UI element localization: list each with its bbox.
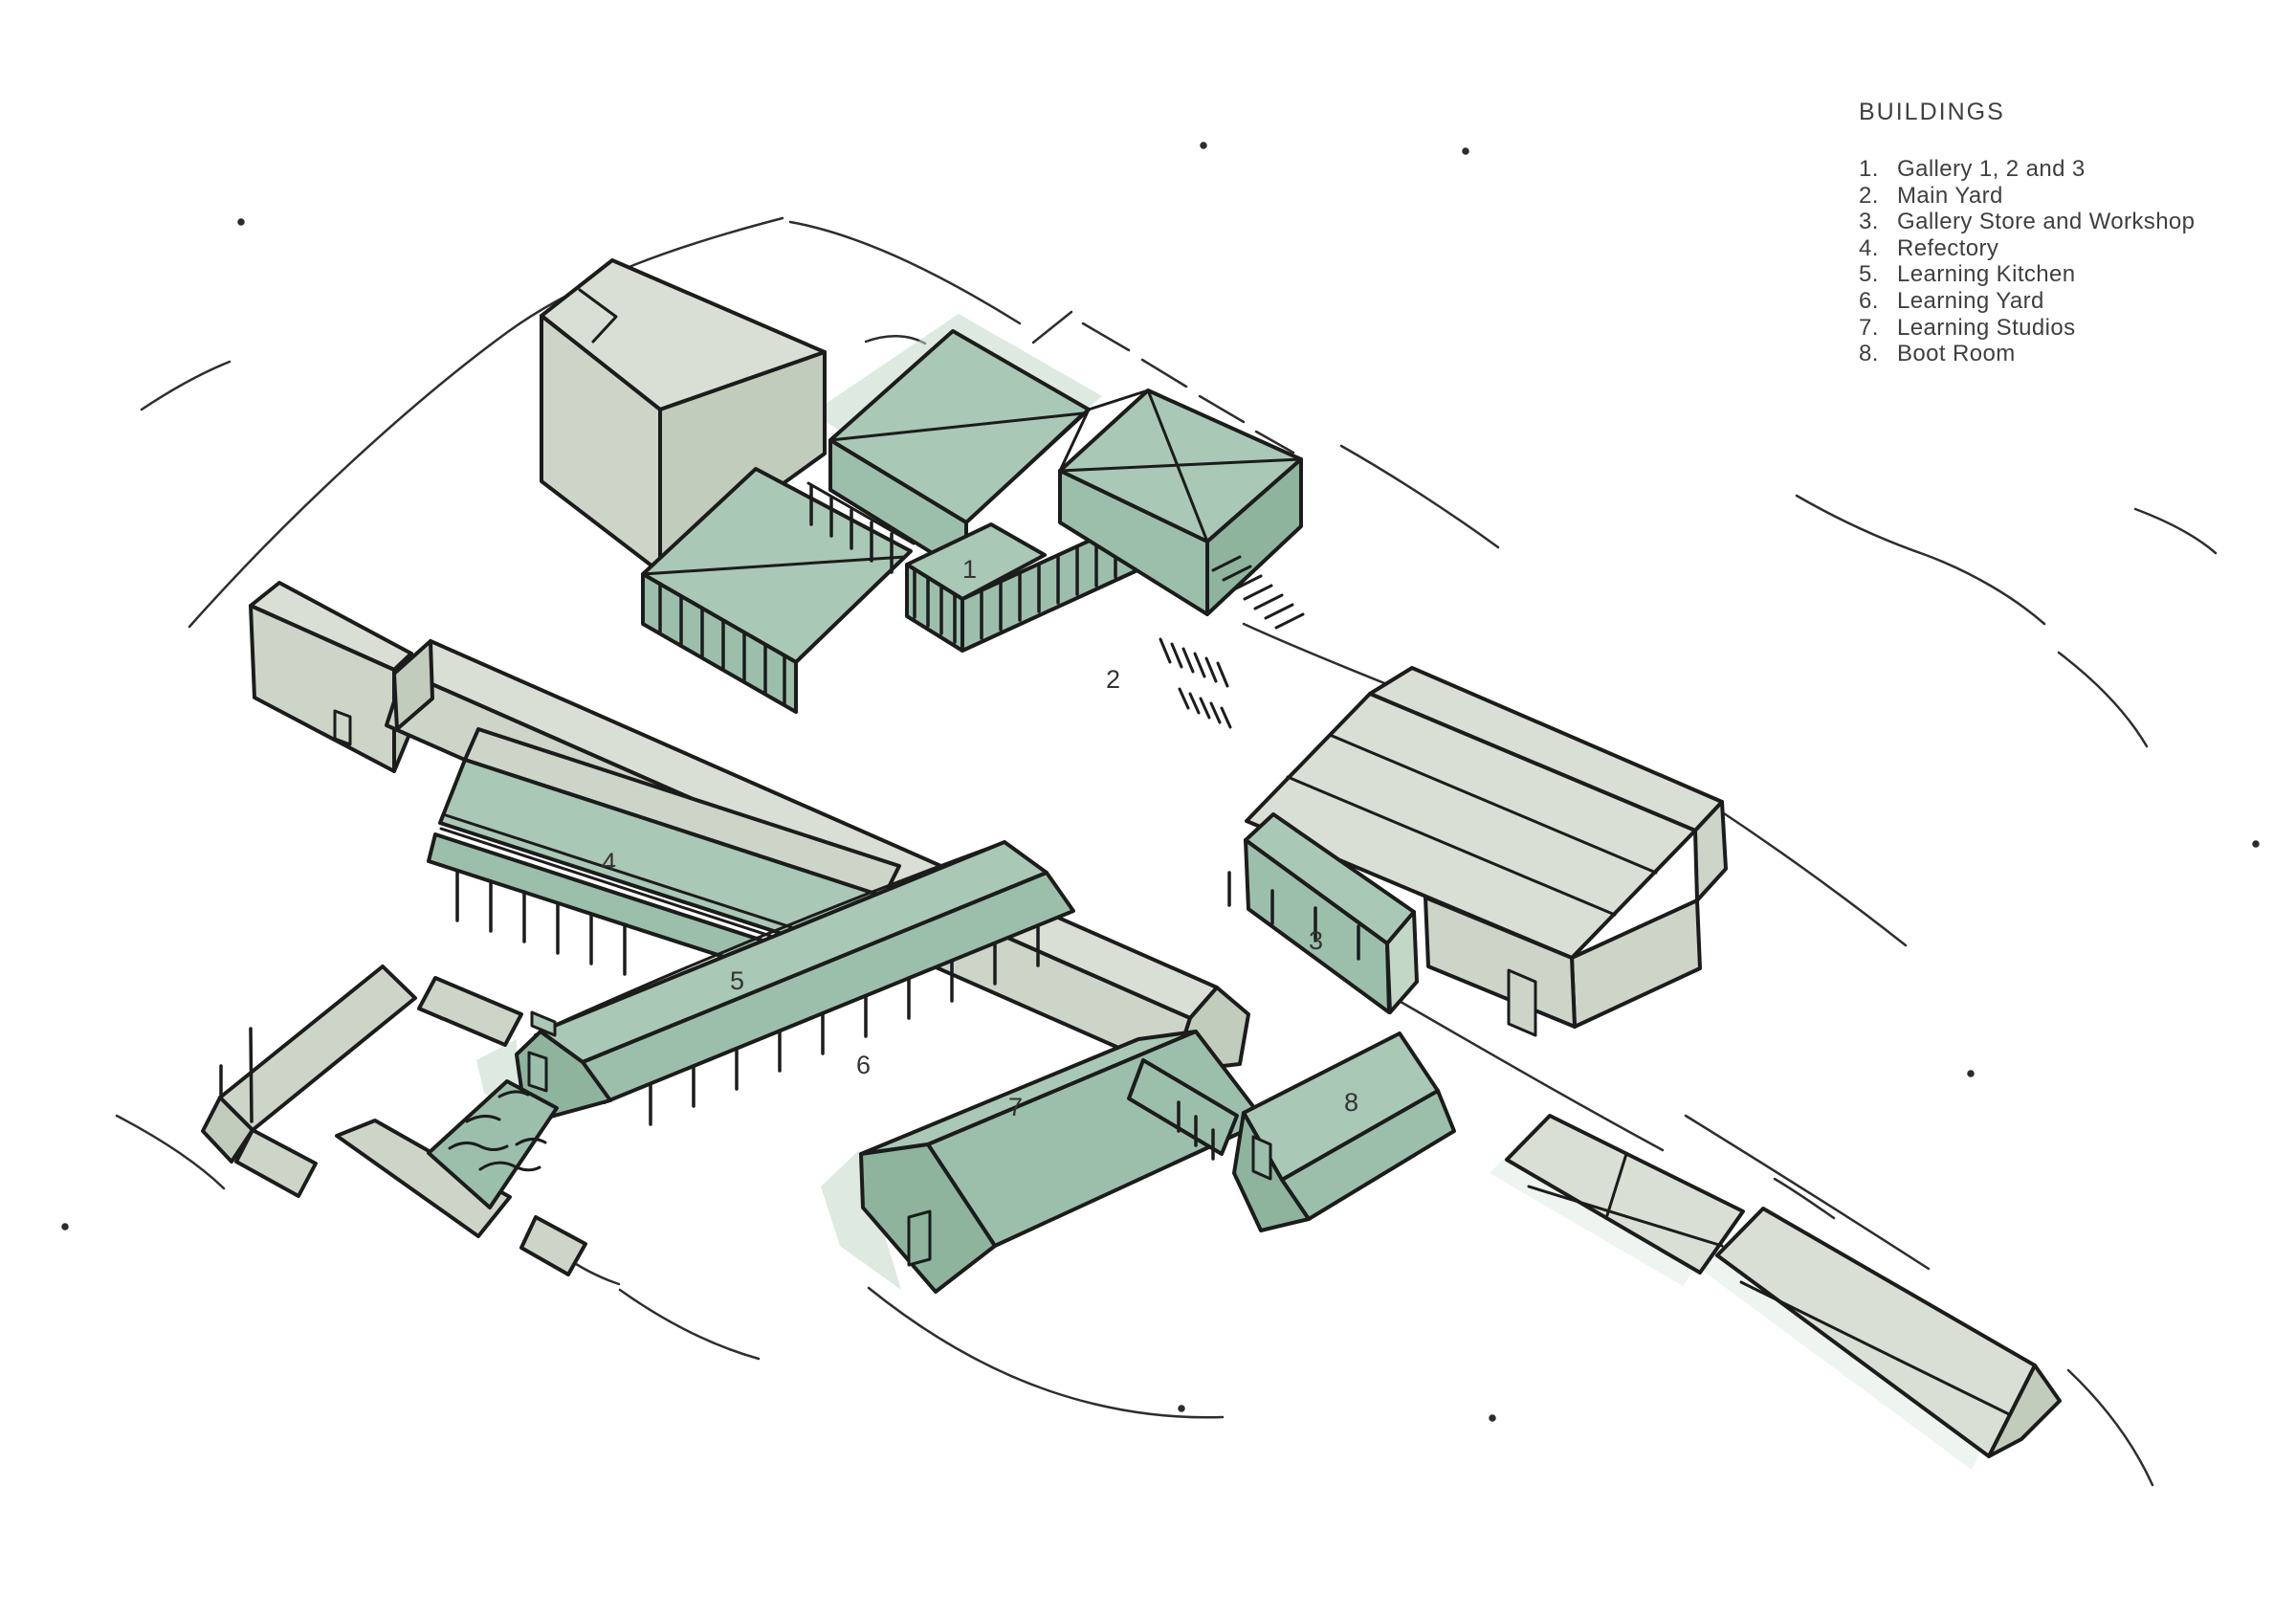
legend-item-label: Main Yard xyxy=(1897,182,2003,209)
building-8-boot-room xyxy=(1232,1031,1456,1232)
legend-item-label: Refectory xyxy=(1897,234,1999,261)
legend-item: 4. Refectory xyxy=(1859,235,2195,262)
legend-item-number: 4. xyxy=(1859,234,1879,261)
marker-6: 6 xyxy=(856,1051,872,1079)
legend-item-label: Boot Room xyxy=(1897,341,2016,367)
legend-item: 8. Boot Room xyxy=(1859,341,2195,367)
studios-door xyxy=(907,1209,932,1267)
buildings-legend: BUILDINGS 1. Gallery 1, 2 and 3 2. Main Yar… xyxy=(1859,99,2195,367)
legend-item-number: 3. xyxy=(1859,209,1879,235)
legend-item: 6. Learning Yard xyxy=(1859,288,2195,315)
legend-list: 1. Gallery 1, 2 and 3 2. Main Yard 3. Gallery… xyxy=(1859,156,2195,367)
legend-item-number: 2. xyxy=(1859,182,1879,209)
kitchen-ramp xyxy=(427,1079,559,1209)
yard-steps xyxy=(1211,555,1305,630)
legend-item: 1. Gallery 1, 2 and 3 xyxy=(1859,156,2195,183)
ramp-texture xyxy=(448,1090,547,1172)
legend-item-label: Gallery Store and Workshop xyxy=(1897,209,2196,235)
learning-yard-pergola-posts xyxy=(649,871,1360,1126)
context-walls-south-west xyxy=(201,965,587,1276)
marker-7: 7 xyxy=(1008,1093,1024,1121)
kitchen-door xyxy=(527,1051,548,1093)
legend-item-number: 5. xyxy=(1859,261,1879,288)
building-7-learning-studios xyxy=(859,1030,1267,1294)
gallery-west-mullions xyxy=(658,582,786,705)
legend-item-label: Learning Studios xyxy=(1897,314,2076,341)
context-barns-south-east xyxy=(1505,1114,2062,1458)
legend-item-number: 1. xyxy=(1859,156,1879,182)
building-5-learning-kitchen xyxy=(427,840,1075,1209)
legend-item-label: Gallery 1, 2 and 3 xyxy=(1897,156,2086,182)
building-1-galleries xyxy=(641,329,1305,729)
building-number-markers: 1 2 3 4 5 6 7 8 xyxy=(602,555,1359,1121)
marker-2: 2 xyxy=(1106,665,1121,694)
marker-8: 8 xyxy=(1344,1088,1359,1117)
legend-item-number: 7. xyxy=(1859,314,1879,341)
marker-4: 4 xyxy=(602,848,617,876)
legend-item-label: Learning Kitchen xyxy=(1897,261,2076,288)
legend-item: 2. Main Yard xyxy=(1859,183,2195,210)
legend-item-label: Learning Yard xyxy=(1897,287,2044,314)
kitchen-cupola xyxy=(530,1010,557,1037)
refectory-colonnade-posts xyxy=(455,869,627,976)
legend-title: BUILDINGS xyxy=(1859,99,2005,125)
marker-1: 1 xyxy=(962,555,978,584)
legend-item: 5. Learning Kitchen xyxy=(1859,261,2195,288)
context-shed-west xyxy=(249,581,414,773)
building-3-gallery-store-and-workshop xyxy=(1244,666,1728,1037)
link-walkway-7-8 xyxy=(1127,1058,1239,1161)
barn-door xyxy=(1507,968,1537,1037)
legend-item: 3. Gallery Store and Workshop xyxy=(1859,209,2195,235)
marker-5: 5 xyxy=(730,966,745,995)
boot-room-door xyxy=(1251,1135,1272,1181)
grass-hatching xyxy=(1159,637,1232,729)
legend-item-number: 6. xyxy=(1859,287,1879,314)
marker-3: 3 xyxy=(1309,926,1324,955)
legend-item-number: 8. xyxy=(1859,341,1879,367)
legend-item: 7. Learning Studios xyxy=(1859,315,2195,342)
shed-window xyxy=(333,709,352,746)
gallery-court-glazing xyxy=(809,484,894,574)
